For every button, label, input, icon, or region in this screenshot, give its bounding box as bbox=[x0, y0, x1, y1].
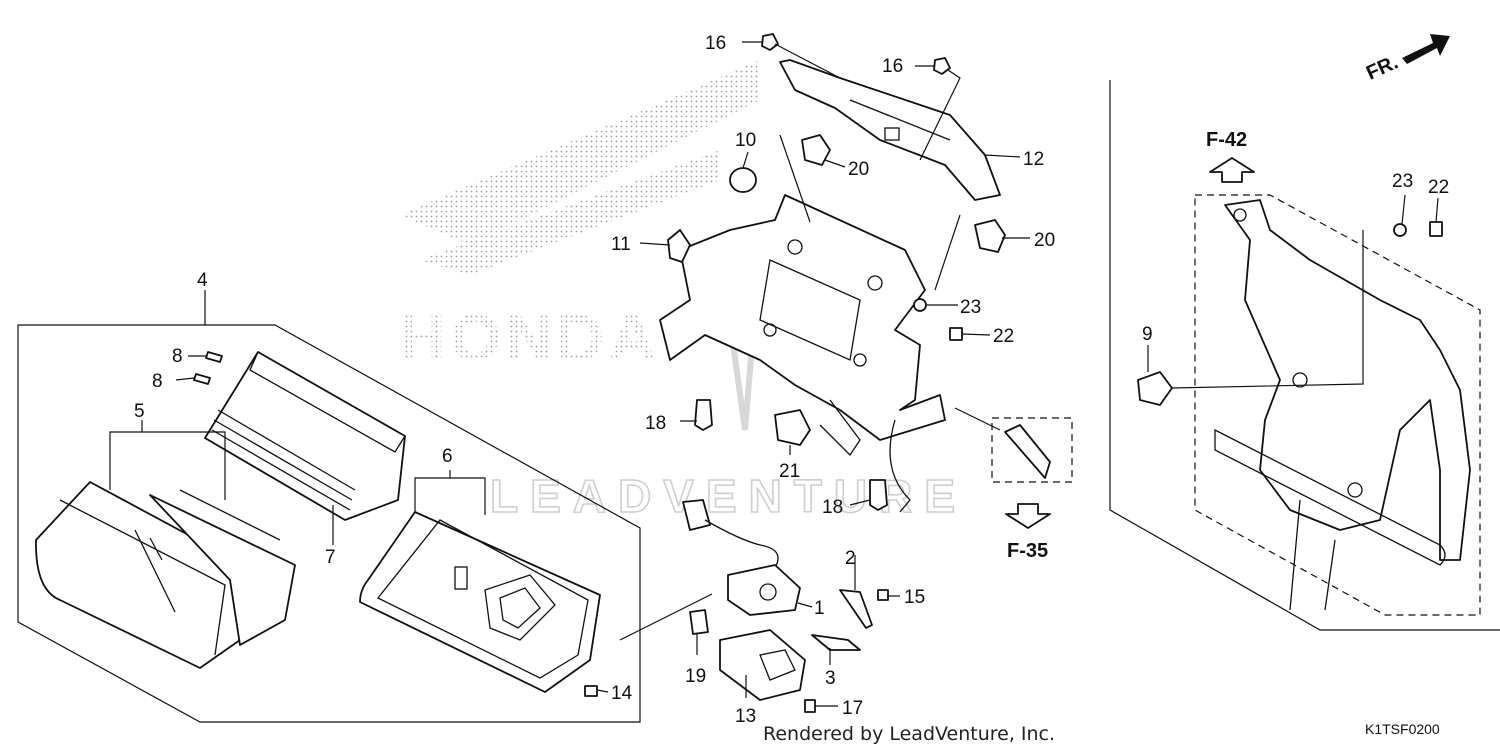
detail-panel-border bbox=[1109, 80, 1500, 631]
part-11-bolt bbox=[667, 229, 691, 263]
down-arrow-icon bbox=[1005, 503, 1051, 529]
callout-16-left: 16 bbox=[705, 33, 726, 54]
callout-13: 13 bbox=[735, 706, 756, 727]
up-arrow-icon bbox=[1209, 157, 1255, 183]
callout-10: 10 bbox=[735, 130, 756, 151]
meter-body-part bbox=[204, 351, 406, 521]
callout-22-detail: 22 bbox=[1428, 177, 1449, 198]
reference-f35: F-35 bbox=[1007, 540, 1048, 562]
callout-8-upper: 8 bbox=[172, 346, 183, 367]
brand-logo-text: HONDA bbox=[398, 300, 660, 374]
brand-logo: HONDA bbox=[398, 60, 760, 374]
callout-5: 5 bbox=[134, 401, 145, 422]
part-8-pin-upper bbox=[205, 351, 223, 363]
meter-stay-bracket bbox=[659, 194, 946, 513]
part-22-screw-detail bbox=[1429, 221, 1443, 237]
callout-14: 14 bbox=[611, 683, 633, 704]
part-16-nut-right bbox=[933, 57, 951, 75]
callout-17: 17 bbox=[842, 698, 863, 719]
meter-assembly-group-box bbox=[17, 324, 641, 723]
part-13-sensor-housing bbox=[719, 629, 806, 701]
part-1-sensor bbox=[727, 564, 801, 616]
callout-15: 15 bbox=[904, 587, 925, 608]
front-direction-arrow-icon bbox=[1402, 34, 1450, 64]
leader-lines bbox=[109, 41, 1439, 707]
callout-6: 6 bbox=[442, 446, 453, 467]
top-cover-part bbox=[779, 59, 1001, 201]
part-23-washer-detail bbox=[1393, 223, 1407, 237]
detail-dashed-box bbox=[1194, 194, 1481, 616]
callout-9: 9 bbox=[1142, 324, 1153, 345]
connector-harness bbox=[682, 499, 779, 576]
callout-22: 22 bbox=[993, 326, 1014, 347]
part-20-clip-upper bbox=[801, 134, 831, 166]
callout-4: 4 bbox=[197, 270, 208, 291]
part-3-bracket bbox=[811, 634, 861, 651]
meter-lens-part bbox=[35, 481, 244, 669]
part-18-bolt-left bbox=[694, 399, 713, 431]
front-reference-label: FR. bbox=[1363, 51, 1401, 84]
part-14-screw bbox=[584, 685, 598, 697]
callout-1: 1 bbox=[814, 598, 825, 619]
callout-2: 2 bbox=[845, 548, 856, 569]
part-20-clip-lower bbox=[974, 219, 1006, 253]
part-9-grommet bbox=[1137, 371, 1173, 406]
harness-connector bbox=[1004, 424, 1051, 479]
part-19-clip bbox=[689, 609, 709, 635]
part-2-bracket bbox=[839, 589, 873, 629]
diagram-code: K1TSF0200 bbox=[1365, 721, 1440, 737]
part-18-bolt-right bbox=[869, 479, 888, 511]
callout-12: 12 bbox=[1023, 149, 1044, 170]
frame-detail-part bbox=[1214, 199, 1471, 611]
part-23-washer bbox=[913, 298, 927, 312]
meter-board-part bbox=[149, 489, 296, 646]
part-8-pin-lower bbox=[193, 373, 211, 385]
callout-3: 3 bbox=[825, 668, 836, 689]
callout-11: 11 bbox=[611, 234, 631, 255]
callout-19: 19 bbox=[685, 666, 706, 687]
callout-23-detail: 23 bbox=[1392, 171, 1413, 192]
callout-8-lower: 8 bbox=[152, 371, 163, 392]
part-21-clamp bbox=[774, 409, 811, 446]
callout-23: 23 bbox=[960, 297, 981, 318]
meter-case-part bbox=[359, 511, 601, 693]
part-16-nut-left bbox=[761, 33, 779, 51]
callout-20-lower: 20 bbox=[1034, 230, 1055, 251]
callout-18-right: 18 bbox=[822, 497, 843, 518]
callout-20-upper: 20 bbox=[848, 159, 869, 180]
part-10-grommet bbox=[729, 167, 757, 193]
callout-7: 7 bbox=[325, 547, 336, 568]
part-17-screw bbox=[804, 699, 816, 713]
callout-21: 21 bbox=[779, 461, 800, 482]
reference-f42: F-42 bbox=[1206, 129, 1247, 151]
render-credit: Rendered by LeadVenture, Inc. bbox=[763, 723, 1055, 745]
harness-detail-box bbox=[991, 417, 1073, 483]
callout-18-left: 18 bbox=[645, 413, 666, 434]
callout-16-right: 16 bbox=[882, 56, 903, 77]
part-15-screw bbox=[877, 589, 889, 601]
part-22-screw bbox=[949, 327, 963, 341]
